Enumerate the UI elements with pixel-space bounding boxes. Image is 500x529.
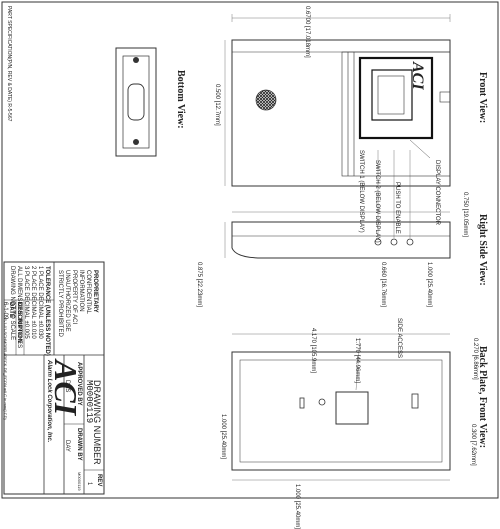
notice-line-5: STRICTLY PROHIBITED — [57, 270, 63, 337]
rs-dim-4: 1.000 [25.40mm] — [426, 262, 432, 308]
rev-value: 1 — [86, 482, 92, 486]
rev-header-desc: DESCRIPTION — [16, 302, 22, 344]
tolerance-title: TOLERANCE (UNLESS NOTED) — [44, 266, 50, 356]
tolerance-line-1: 1 PLACE DECIMAL ±0.030 — [37, 266, 43, 339]
bp-dim-1: 4.170 [105.9mm] — [310, 328, 316, 374]
front-view-heading: Front View: — [477, 72, 488, 124]
notice-line-4: UNAUTHORIZED USE — [64, 270, 70, 332]
right-side-view-drawing — [224, 150, 451, 259]
drawing-lines — [1, 1, 499, 499]
rev-row-date: 6-1-09 — [2, 302, 8, 320]
tolerance-line-2: 2 PLACE DECIMAL ±0.010 — [30, 266, 36, 339]
approved-by-value: DAS — [64, 380, 70, 393]
front-dim-width: 0.6700 [17.018mm] — [304, 6, 310, 58]
drawing-number: M0000119 — [84, 380, 94, 424]
rev-label: REV — [96, 474, 102, 487]
drawn-by-label: DRAWN BY — [76, 428, 82, 461]
title-block-grid — [3, 261, 105, 495]
notice-line-1: CONFIDENTIAL — [85, 270, 91, 315]
bp-dim-3: 0.270 [6.86mm] — [472, 338, 478, 380]
bp-dim-6: 1.000 [25.40mm] — [294, 484, 300, 529]
rs-callout-switch1: SWITCH 1 (BELOW DISPLAY) — [358, 150, 364, 233]
back-plate-drawing — [231, 333, 451, 481]
notice-title: PROPRIETARY — [92, 270, 98, 313]
notice-line-2: INFORMATION — [78, 270, 84, 312]
bp-dim-5: 0.300 [7.62mm] — [470, 424, 476, 466]
approved-by-label: APPROVED BY — [76, 362, 82, 406]
rs-dim-3: 0.660 [16.76mm] — [380, 262, 386, 308]
rev-header-date: DATE — [8, 302, 14, 318]
front-view-drawing — [224, 14, 451, 187]
notice-line-3: PROPERTY OF ACI — [71, 270, 77, 325]
drawing-number-small: M0000119 — [77, 472, 82, 491]
rs-callout-switch2: SWITCH 2 (BELOW DISPLAY) — [374, 160, 380, 243]
bp-callout: SIDE ACCESS — [396, 318, 402, 359]
front-callout: DISPLAY CONNECTOR — [434, 160, 440, 226]
right-side-view-heading: Right Side View: — [477, 214, 488, 286]
rs-dim-2: 0.875 [22.23mm] — [196, 262, 202, 308]
company-name: Alarm Lock Corporation, Inc. — [46, 360, 52, 443]
bottom-view-drawing — [115, 47, 157, 157]
bp-dim-4: 1.000 [25.40mm] — [220, 414, 226, 460]
rs-dim-1: 0.750 [19.05mm] — [462, 192, 468, 238]
bp-dim-2: 1.770 [44.96mm] — [354, 338, 360, 384]
front-aci-logo: ACI — [409, 62, 426, 90]
back-plate-view-heading: Back Plate, Front View: — [477, 346, 488, 449]
drawn-by-value: DAY — [64, 440, 70, 452]
bottom-view-heading: Bottom View: — [175, 70, 186, 129]
front-dim-height: 0.500 [12.7mm] — [214, 84, 220, 126]
rev-row-desc: R-1-01-SCHMDRR 4DECK DE_ECON w/LC in mm(… — [3, 318, 8, 420]
tolerance-line-3: 3 PLACE DECIMAL ±0.005 — [23, 266, 29, 339]
rs-callout-enable: PUSH TO ENABLE — [394, 182, 400, 234]
